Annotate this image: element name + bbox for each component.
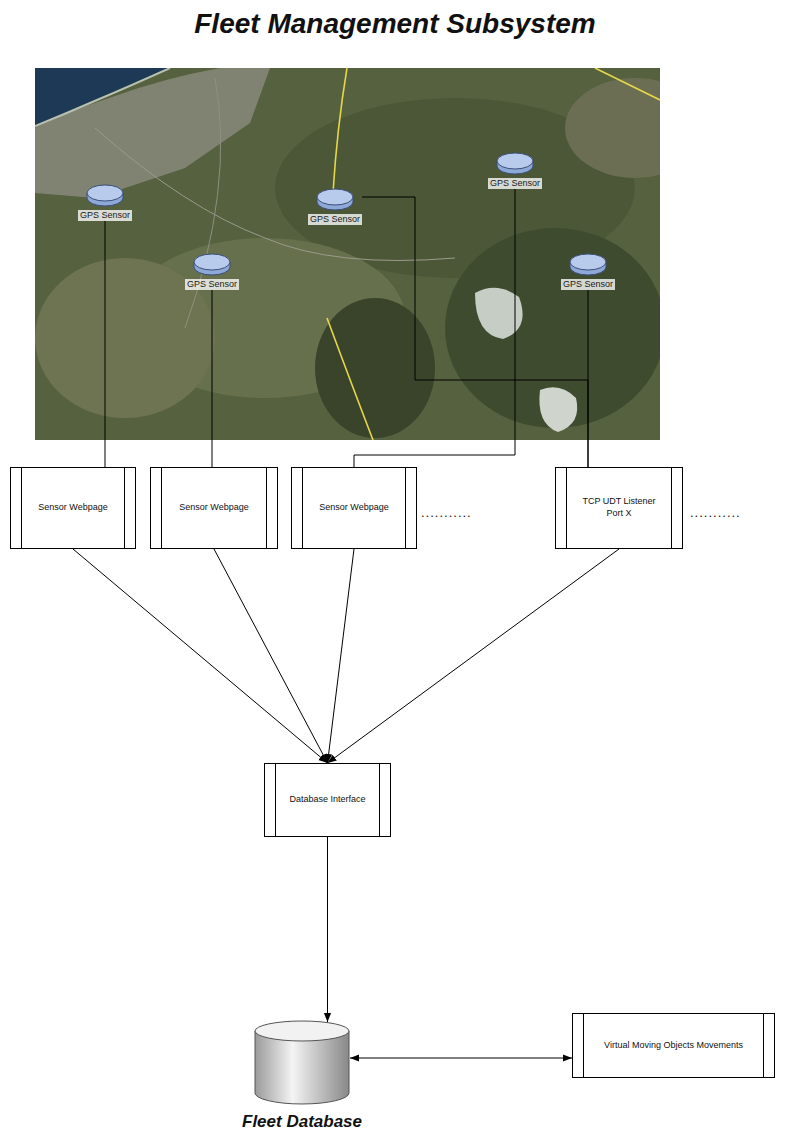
connector-line (105, 221, 106, 467)
box-text: Sensor Webpage (38, 502, 107, 514)
map-quarry (539, 387, 577, 432)
gps-sensor-icon (85, 183, 125, 209)
process-box: Sensor Webpage (291, 467, 417, 549)
gps-sensor-icon (495, 151, 535, 177)
map-road (333, 68, 347, 193)
box-side-bar (124, 468, 125, 548)
satellite-map (35, 68, 660, 440)
map-road (327, 318, 373, 440)
box-label: Virtual Moving Objects Movements (604, 1040, 743, 1052)
connector-line (212, 290, 213, 467)
sensor-top (87, 185, 123, 201)
box-label: TCP UDT Listener Port X (574, 496, 664, 519)
box-text: Database Interface (289, 794, 365, 806)
connector-line (362, 197, 588, 467)
box-side-bar (21, 468, 22, 548)
box-side-bar (566, 468, 567, 548)
box-side-bar (583, 1014, 584, 1077)
ellipsis-dots: ........... (421, 505, 472, 520)
box-side-bar (671, 468, 672, 548)
box-label: Database Interface (289, 794, 365, 806)
map-road (595, 68, 660, 100)
gps-sensor: GPS Sensor (185, 252, 239, 290)
connector-line (328, 549, 355, 763)
box-side-bar (405, 468, 406, 548)
sensor-label: GPS Sensor (488, 178, 542, 189)
connector-line (327, 837, 328, 1022)
gps-sensor-icon (315, 187, 355, 213)
map-coast (35, 68, 170, 126)
connector-line (350, 1058, 572, 1059)
connector-line (328, 549, 620, 763)
connector-line (73, 549, 328, 763)
box-text: TCP UDT Listener Port X (574, 496, 664, 519)
sensor-label: GPS Sensor (78, 210, 132, 221)
box-side-bar (379, 764, 380, 836)
box-text: Virtual Moving Objects Movements (604, 1040, 743, 1052)
box-label: Sensor Webpage (179, 502, 248, 514)
gps-sensor: GPS Sensor (308, 187, 362, 225)
process-box: TCP UDT Listener Port X (555, 467, 683, 549)
database-node: Fleet Database (242, 1020, 362, 1132)
cylinder-body (255, 1031, 349, 1104)
box-side-bar (302, 468, 303, 548)
gps-sensor: GPS Sensor (488, 151, 542, 189)
diagram-title: Fleet Management Subsystem (0, 8, 790, 40)
gps-sensor-icon (192, 252, 232, 278)
map-town (35, 68, 270, 198)
sensor-top (194, 254, 230, 270)
process-box: Virtual Moving Objects Movements (572, 1013, 775, 1078)
connector-line (588, 290, 589, 467)
sensor-top (317, 189, 353, 205)
process-box: Sensor Webpage (10, 467, 136, 549)
cylinder-top (255, 1021, 349, 1041)
connector-line (214, 549, 328, 763)
gps-sensor-icon (568, 252, 608, 278)
gps-sensor: GPS Sensor (561, 252, 615, 290)
map-road (95, 128, 455, 261)
map-sea (35, 68, 170, 126)
box-text: Sensor Webpage (319, 502, 388, 514)
sensor-label: GPS Sensor (308, 214, 362, 225)
connector-line (354, 189, 515, 467)
sensor-label: GPS Sensor (561, 279, 615, 290)
box-text: Sensor Webpage (179, 502, 248, 514)
box-side-bar (266, 468, 267, 548)
sensor-top (570, 254, 606, 270)
map-forest (315, 298, 435, 438)
process-box: Sensor Webpage (150, 467, 278, 549)
box-label: Sensor Webpage (38, 502, 107, 514)
box-side-bar (275, 764, 276, 836)
database-label: Fleet Database (242, 1112, 362, 1132)
box-label: Sensor Webpage (319, 502, 388, 514)
box-side-bar (161, 468, 162, 548)
gps-sensor: GPS Sensor (78, 183, 132, 221)
map-road (185, 78, 221, 328)
database-cylinder (254, 1020, 350, 1106)
sensor-top (497, 153, 533, 169)
process-box: Database Interface (264, 763, 391, 837)
sensor-label: GPS Sensor (185, 279, 239, 290)
box-side-bar (763, 1014, 764, 1077)
ellipsis-dots: ........... (690, 505, 741, 520)
